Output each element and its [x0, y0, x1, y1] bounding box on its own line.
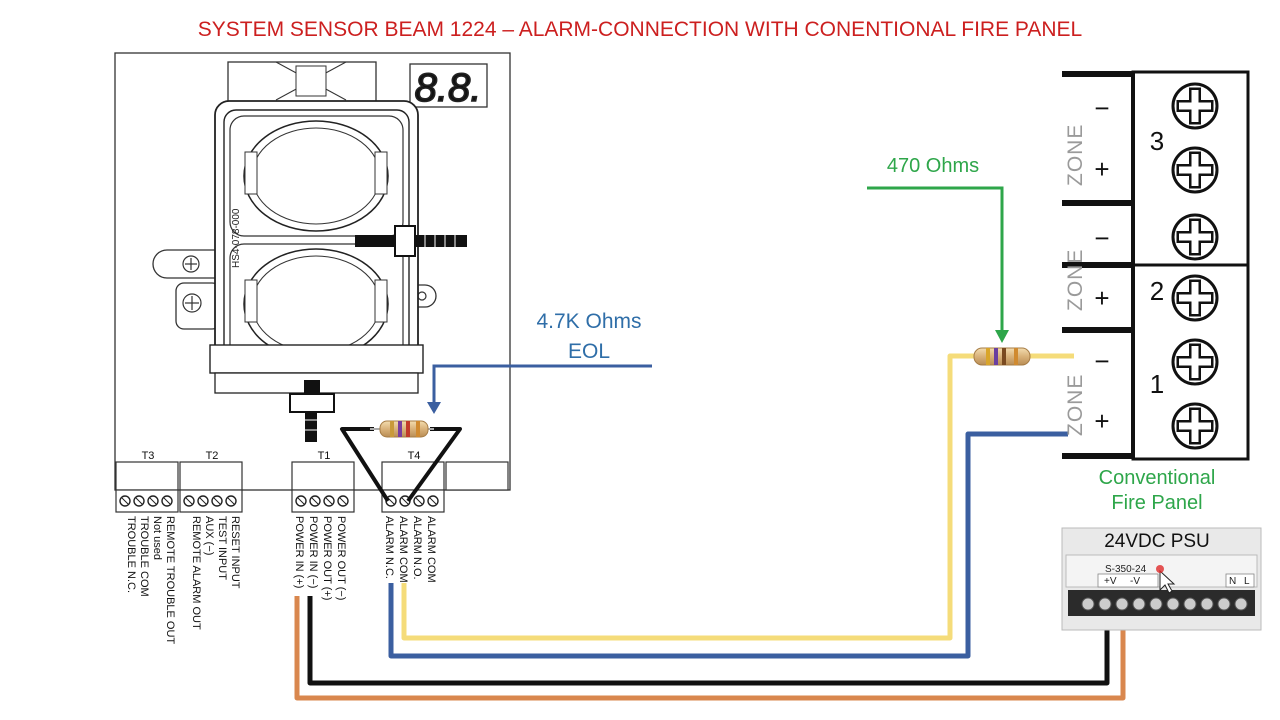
svg-text:3: 3	[1150, 126, 1164, 156]
series-resistor-arrow	[867, 186, 1009, 343]
terminal-labels-t2: REMOTE ALARM OUT AUX (−) TEST INPUT RESE…	[190, 516, 241, 630]
terminal-block-spare	[445, 461, 509, 491]
detector-housing: HS4-078-000	[209, 100, 424, 394]
svg-text:-V: -V	[1130, 576, 1140, 587]
svg-text:−: −	[1094, 346, 1109, 376]
wiring	[294, 353, 1126, 701]
svg-text:POWER IN (−): POWER IN (−)	[307, 516, 319, 588]
svg-text:POWER IN (+): POWER IN (+)	[293, 516, 305, 588]
svg-text:+: +	[1094, 154, 1109, 184]
fire-panel-label: Conventional Fire Panel	[1099, 467, 1216, 514]
svg-text:T1: T1	[318, 450, 331, 462]
terminal-labels-t3: TROUBLE N.C. TROUBLE COM Not used REMOTE…	[125, 516, 176, 644]
svg-text:T2: T2	[206, 450, 219, 462]
svg-text:Conventional: Conventional	[1099, 467, 1216, 489]
svg-text:Fire Panel: Fire Panel	[1111, 492, 1202, 514]
fire-panel-terminals: 3 2 1	[1062, 70, 1250, 461]
eol-loop-wire	[340, 427, 390, 503]
wire-orange	[294, 596, 1126, 701]
svg-text:POWER OUT (+): POWER OUT (+)	[321, 516, 333, 600]
svg-text:ZONE: ZONE	[1064, 124, 1087, 186]
eol-arrow	[427, 364, 652, 414]
mouse-cursor-icon	[1159, 569, 1176, 594]
eol-resistor	[370, 420, 434, 438]
svg-text:1: 1	[1150, 369, 1164, 399]
svg-text:TROUBLE COM: TROUBLE COM	[138, 516, 150, 597]
terminal-block-t1: T1	[291, 450, 355, 513]
svg-text:ALARM COM: ALARM COM	[397, 516, 409, 583]
svg-text:RESET INPUT: RESET INPUT	[229, 516, 241, 589]
svg-text:EOL: EOL	[568, 340, 610, 363]
eol-label: 4.7K Ohms EOL	[536, 310, 641, 363]
terminal-labels-t4: ALARM N.C. ALARM COM ALARM N.O. ALARM CO…	[383, 516, 437, 583]
alignment-screw-bottom	[289, 380, 335, 442]
svg-text:ALARM N.C.: ALARM N.C.	[383, 516, 395, 579]
alignment-screw-right	[355, 225, 467, 257]
wire-blue	[388, 431, 1068, 659]
svg-text:S-350-24: S-350-24	[1105, 564, 1147, 575]
svg-text:4.7K Ohms: 4.7K Ohms	[536, 310, 641, 333]
seven-segment-display: 8.8.	[409, 63, 488, 111]
svg-text:−: −	[1094, 93, 1109, 123]
svg-text:+: +	[1094, 283, 1109, 313]
series-resistor-label: 470 Ohms	[887, 155, 979, 177]
svg-text:L: L	[1244, 576, 1250, 587]
svg-text:ALARM COM: ALARM COM	[425, 516, 437, 583]
terminal-block-t4: T4	[381, 450, 445, 513]
wire-black	[307, 596, 1110, 686]
svg-text:2: 2	[1150, 276, 1164, 306]
svg-text:ALARM N.O.: ALARM N.O.	[411, 516, 423, 580]
svg-text:HS4-078-000: HS4-078-000	[231, 208, 242, 268]
svg-text:REMOTE ALARM OUT: REMOTE ALARM OUT	[190, 516, 202, 630]
zone-1-labels: ZONE − +	[1064, 346, 1110, 436]
svg-text:+: +	[1094, 406, 1109, 436]
svg-text:−: −	[1094, 223, 1109, 253]
svg-text:ZONE: ZONE	[1064, 374, 1087, 436]
svg-text:REMOTE TROUBLE OUT: REMOTE TROUBLE OUT	[164, 516, 176, 644]
svg-text:AUX (−): AUX (−)	[203, 516, 215, 555]
diagram-title: SYSTEM SENSOR BEAM 1224 – ALARM-CONNECTI…	[198, 18, 1083, 41]
svg-text:24VDC PSU: 24VDC PSU	[1104, 531, 1210, 552]
power-supply: 24VDC PSU S-350-24 +V -V N L	[1061, 527, 1262, 631]
svg-text:N: N	[1229, 576, 1236, 587]
zone-2-labels: ZONE − +	[1064, 223, 1110, 313]
svg-text:Not used: Not used	[151, 516, 163, 560]
terminal-block-t2: T2	[179, 450, 243, 513]
svg-text:TEST INPUT: TEST INPUT	[216, 516, 228, 580]
svg-text:POWER OUT (−): POWER OUT (−)	[335, 516, 347, 600]
svg-text:TROUBLE N.C.: TROUBLE N.C.	[125, 516, 137, 593]
svg-text:ZONE: ZONE	[1064, 249, 1087, 311]
svg-text:8.8.: 8.8.	[415, 66, 482, 110]
mounting-tab-left	[152, 249, 234, 330]
svg-text:T3: T3	[142, 450, 155, 462]
svg-text:+V: +V	[1104, 576, 1117, 587]
terminal-labels-t1: POWER IN (+) POWER IN (−) POWER OUT (+) …	[293, 516, 347, 600]
beam-detector-board: 8.8.	[114, 52, 511, 644]
series-resistor	[973, 347, 1031, 366]
terminal-block-t3: T3	[115, 450, 179, 513]
wire-yellow	[401, 353, 974, 641]
zone-3-labels: ZONE − +	[1064, 93, 1110, 186]
svg-text:T4: T4	[408, 450, 421, 462]
